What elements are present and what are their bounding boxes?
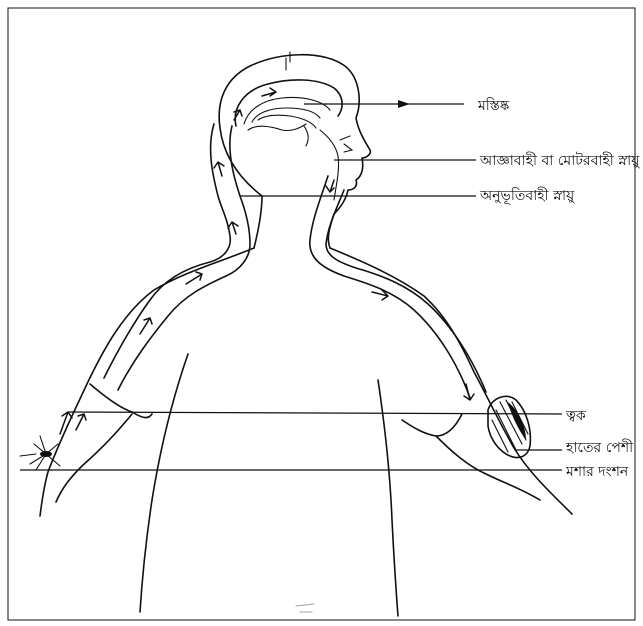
brain-stem (304, 126, 308, 146)
brain-outline (235, 80, 342, 126)
right-torso-side (378, 380, 398, 616)
motor-nerve-right-inner (326, 190, 486, 392)
brain-arrow-1 (262, 88, 276, 96)
right-arm-inner (402, 414, 462, 436)
leader-brain-arrow (398, 100, 410, 108)
label-skin: ত্বক (565, 408, 586, 424)
hand-muscle-shading-5 (492, 420, 508, 452)
brain-fold-1 (244, 98, 330, 125)
sensory-nerve-left-outer (104, 124, 230, 378)
head-outline (219, 55, 370, 214)
label-mosquito-bite: মশার দংশন (565, 464, 629, 480)
label-hand-muscle: হাতের পেশী (565, 439, 634, 456)
face-arrow (326, 180, 334, 192)
page-border (8, 8, 635, 620)
label-brain: মস্তিষ্ক (477, 97, 510, 114)
left-torso-side (140, 354, 188, 612)
facial-mark (340, 136, 352, 152)
right-arm-lower (436, 436, 540, 500)
brain-fold-2 (252, 108, 320, 122)
label-motor-nerve: আজ্ঞাবাহী বা মোটরবাহী স্নায়ু (479, 152, 640, 169)
scan-speck (296, 604, 314, 612)
sensory-arrow-1 (214, 162, 224, 176)
motor-nerve-right-outer (310, 176, 470, 398)
sensory-arrow-4 (140, 318, 152, 334)
mosquito-icon (20, 436, 60, 470)
label-sensory-nerve: অনুভূতিবাহী স্নায়ু (479, 187, 575, 204)
right-shoulder-arm-outer (330, 248, 572, 514)
sensory-arrow-6 (76, 414, 86, 430)
neck-left (254, 196, 262, 248)
brain-fold-4 (248, 124, 306, 131)
